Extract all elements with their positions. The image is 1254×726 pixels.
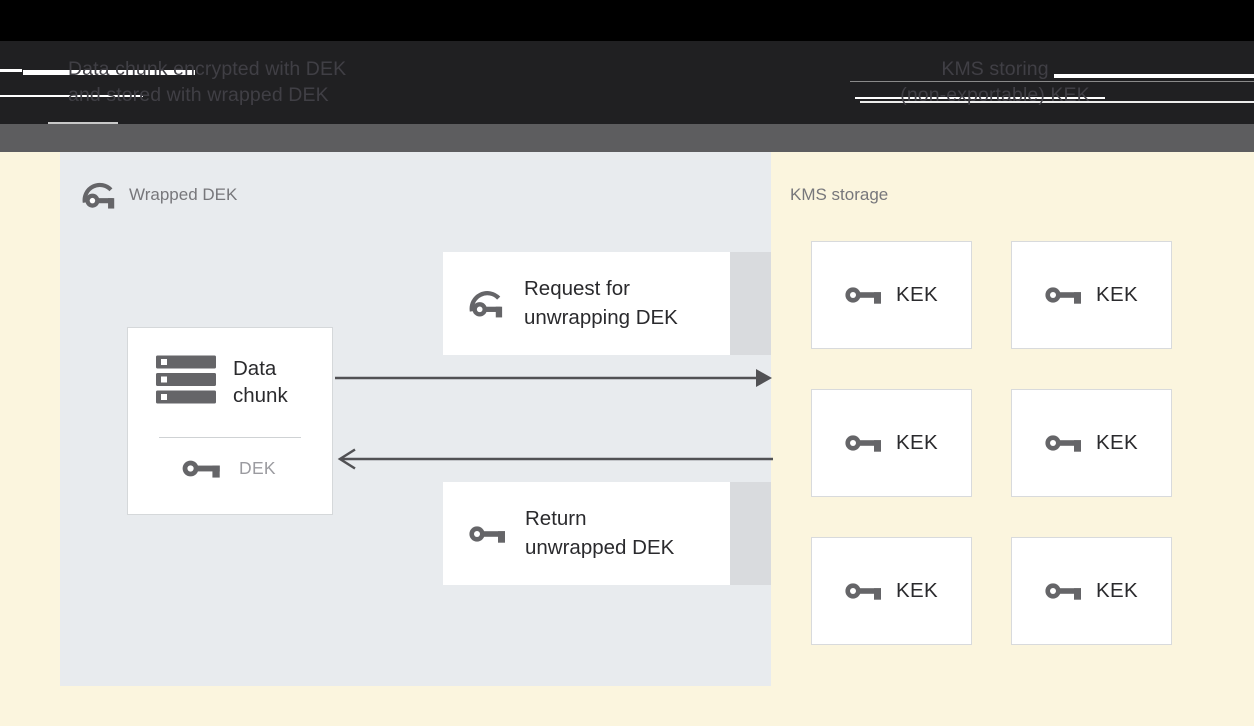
kek-box: KEK	[811, 389, 972, 497]
caption-left-line1: Data chunk encrypted with DEK	[68, 58, 347, 80]
wrapped-key-icon	[469, 286, 506, 321]
diagram-canvas: Wrapped DEK Data chunk DEK Request for u…	[0, 152, 1254, 726]
kms-storage-label: KMS storage	[790, 185, 889, 204]
storage-icon	[156, 355, 216, 404]
artifact-line	[850, 81, 1254, 82]
kek-label: KEK	[1096, 431, 1138, 454]
caption-right-line2: (non-exportable) KEK	[900, 84, 1090, 106]
artifact-line	[23, 70, 195, 75]
data-chunk-header: Data chunk	[156, 355, 288, 409]
key-icon	[1045, 579, 1083, 603]
kek-label: KEK	[896, 579, 938, 602]
artifact-line	[0, 95, 143, 97]
kek-box: KEK	[811, 537, 972, 645]
key-icon	[182, 456, 222, 481]
dek-label: DEK	[239, 458, 276, 478]
kek-box: KEK	[1011, 389, 1172, 497]
kek-label: KEK	[1096, 283, 1138, 306]
data-chunk-card: Data chunk DEK	[127, 327, 333, 515]
return-card-text: Return unwrapped DEK	[525, 505, 674, 562]
artifact-line	[48, 122, 118, 124]
request-card-text: Request for unwrapping DEK	[524, 275, 678, 332]
return-card-shadow-strip	[730, 482, 771, 585]
caption-right-line1: KMS storing	[941, 58, 1049, 80]
wrapped-dek-label-row: Wrapped DEK	[82, 178, 237, 212]
key-icon	[845, 431, 883, 455]
kek-label: KEK	[896, 431, 938, 454]
kek-box: KEK	[1011, 241, 1172, 349]
request-card-line1: Request for	[524, 277, 630, 300]
request-card-shadow-strip	[730, 252, 771, 355]
request-arrow-right	[335, 369, 772, 387]
key-icon	[845, 283, 883, 307]
caption-right: KMS storing (non-exportable) KEK	[830, 56, 1160, 108]
wrapped-key-icon	[82, 178, 118, 212]
request-card-line2: unwrapping DEK	[524, 305, 678, 329]
dek-row: DEK	[182, 456, 276, 481]
caption-left: Data chunk encrypted with DEK and stored…	[68, 56, 346, 108]
divider	[159, 437, 301, 438]
caption-band: Data chunk encrypted with DEK and stored…	[0, 41, 1254, 124]
kek-box: KEK	[1011, 537, 1172, 645]
top-black-band	[0, 0, 1254, 41]
artifact-line	[860, 101, 1254, 103]
key-icon	[469, 522, 507, 546]
return-arrow-left	[337, 448, 773, 470]
return-card-line1: Return	[525, 507, 587, 530]
kek-box: KEK	[811, 241, 972, 349]
key-icon	[1045, 283, 1083, 307]
return-card-line2: unwrapped DEK	[525, 535, 675, 559]
gray-divider-band	[0, 124, 1254, 152]
wrapped-dek-label: Wrapped DEK	[129, 185, 238, 204]
data-chunk-title-line1: Data	[233, 357, 277, 380]
artifact-line	[0, 69, 22, 72]
caption-left-line2: and stored with wrapped DEK	[68, 84, 329, 106]
key-icon	[1045, 431, 1083, 455]
kek-label: KEK	[896, 283, 938, 306]
return-unwrapped-dek-card: Return unwrapped DEK	[443, 482, 730, 585]
artifact-line	[1054, 74, 1254, 78]
artifact-line	[855, 97, 1105, 99]
data-chunk-title: Data chunk	[233, 355, 288, 409]
kek-label: KEK	[1096, 579, 1138, 602]
request-unwrapping-dek-card: Request for unwrapping DEK	[443, 252, 730, 355]
key-icon	[845, 579, 883, 603]
data-chunk-title-line2: chunk	[233, 384, 288, 407]
